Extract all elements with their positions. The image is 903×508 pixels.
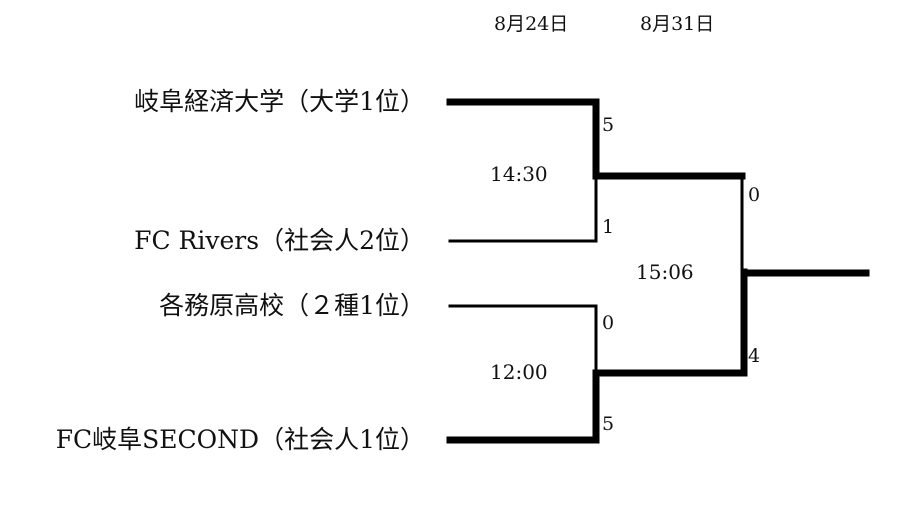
team-4: FC岐阜SECOND（社会人1位） [55,425,425,454]
match-2-time: 12:00 [490,360,548,384]
date-round-1: 8月24日 [494,13,569,35]
match-1-score-bottom: 1 [602,216,615,238]
team-2: FC Rivers（社会人2位） [134,226,425,255]
final-score-top: 0 [748,184,761,206]
final-time: 15:06 [636,260,694,284]
final-score-bottom: 4 [748,345,761,367]
team-1: 岐阜経済大学（大学1位） [134,87,425,116]
date-round-2: 8月31日 [640,13,715,35]
match-1-score-top: 5 [602,114,615,136]
match-1-time: 14:30 [490,162,548,186]
match-2-score-top: 0 [602,312,615,334]
team-3: 各務原高校（２種1位） [159,291,425,320]
match-2-score-bottom: 5 [602,413,615,435]
